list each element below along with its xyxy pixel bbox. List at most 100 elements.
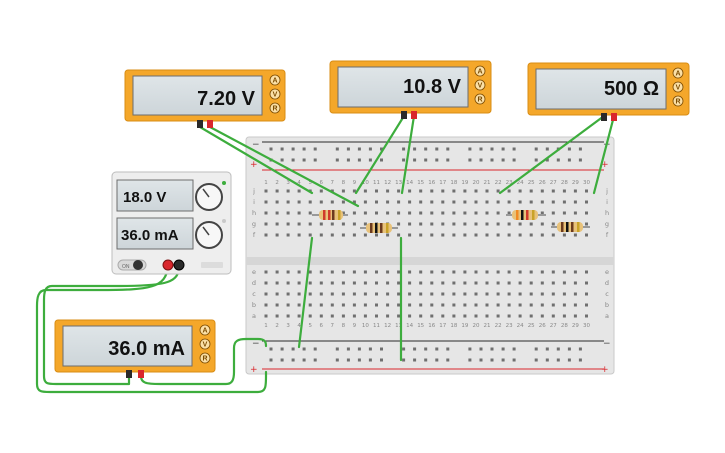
breadboard-hole[interactable] [551, 292, 555, 296]
breadboard-hole[interactable] [286, 314, 290, 318]
breadboard-hole[interactable] [424, 147, 428, 151]
wire[interactable] [198, 125, 314, 195]
breadboard-hole[interactable] [408, 200, 412, 204]
breadboard-hole[interactable] [341, 211, 345, 215]
breadboard-hole[interactable] [352, 281, 356, 285]
breadboard-hole[interactable] [573, 314, 577, 318]
breadboard-hole[interactable] [446, 158, 450, 162]
breadboard-hole[interactable] [408, 303, 412, 307]
breadboard-hole[interactable] [335, 358, 339, 362]
breadboard-hole[interactable] [529, 281, 533, 285]
breadboard-hole[interactable] [534, 347, 538, 351]
breadboard-hole[interactable] [441, 281, 445, 285]
breadboard-hole[interactable] [297, 281, 301, 285]
breadboard-hole[interactable] [430, 222, 434, 226]
breadboard-hole[interactable] [408, 211, 412, 215]
resistor-3[interactable] [506, 210, 546, 220]
breadboard-hole[interactable] [313, 358, 317, 362]
breadboard-hole[interactable] [545, 158, 549, 162]
breadboard-hole[interactable] [585, 211, 588, 215]
breadboard-hole[interactable] [534, 147, 538, 151]
breadboard-hole[interactable] [380, 358, 383, 362]
breadboard-hole[interactable] [573, 270, 577, 274]
breadboard-hole[interactable] [474, 189, 478, 193]
breadboard-hole[interactable] [275, 211, 279, 215]
breadboard-hole[interactable] [408, 292, 412, 296]
breadboard-hole[interactable] [463, 189, 467, 193]
breadboard-hole[interactable] [419, 189, 423, 193]
breadboard-hole[interactable] [357, 147, 361, 151]
breadboard-hole[interactable] [308, 270, 312, 274]
breadboard-hole[interactable] [452, 281, 456, 285]
breadboard-hole[interactable] [291, 158, 295, 162]
breadboard-hole[interactable] [551, 281, 555, 285]
breadboard-hole[interactable] [496, 222, 500, 226]
breadboard-hole[interactable] [474, 200, 478, 204]
breadboard-hole[interactable] [518, 303, 522, 307]
breadboard-hole[interactable] [551, 233, 555, 237]
breadboard-hole[interactable] [413, 158, 417, 162]
breadboard-hole[interactable] [341, 314, 345, 318]
breadboard-hole[interactable] [291, 347, 295, 351]
breadboard-hole[interactable] [573, 200, 577, 204]
breadboard-hole[interactable] [518, 222, 522, 226]
breadboard-hole[interactable] [512, 158, 516, 162]
breadboard-hole[interactable] [485, 233, 489, 237]
breadboard-hole[interactable] [430, 211, 434, 215]
wire[interactable] [592, 114, 616, 195]
breadboard-hole[interactable] [275, 222, 279, 226]
breadboard-hole[interactable] [302, 358, 306, 362]
breadboard-hole[interactable] [380, 147, 383, 151]
breadboard-hole[interactable] [562, 200, 566, 204]
breadboard-hole[interactable] [269, 358, 273, 362]
breadboard-hole[interactable] [485, 303, 489, 307]
breadboard-hole[interactable] [397, 281, 401, 285]
black-probe-terminal[interactable] [401, 111, 407, 119]
breadboard-hole[interactable] [573, 233, 577, 237]
breadboard-hole[interactable] [352, 233, 356, 237]
breadboard-hole[interactable] [474, 292, 478, 296]
breadboard-hole[interactable] [419, 281, 423, 285]
black-probe-terminal[interactable] [601, 113, 607, 121]
breadboard-hole[interactable] [562, 233, 566, 237]
breadboard-hole[interactable] [490, 158, 494, 162]
breadboard-hole[interactable] [540, 222, 544, 226]
ammeter[interactable]: 36.0 mA A V R [54, 319, 216, 378]
breadboard-hole[interactable] [386, 189, 390, 193]
breadboard-hole[interactable] [507, 200, 511, 204]
wire[interactable] [297, 236, 314, 349]
voltmeter-1[interactable]: 7.20 V A V R [124, 69, 286, 128]
breadboard-hole[interactable] [419, 270, 423, 274]
breadboard-hole[interactable] [507, 189, 511, 193]
breadboard-hole[interactable] [463, 314, 467, 318]
breadboard-hole[interactable] [567, 147, 571, 151]
breadboard-hole[interactable] [452, 189, 456, 193]
breadboard-hole[interactable] [352, 292, 356, 296]
breadboard-hole[interactable] [319, 281, 323, 285]
breadboard-hole[interactable] [275, 189, 279, 193]
breadboard-hole[interactable] [441, 270, 445, 274]
breadboard-hole[interactable] [375, 233, 378, 237]
breadboard-hole[interactable] [375, 189, 378, 193]
breadboard-hole[interactable] [319, 222, 323, 226]
black-probe-terminal[interactable] [197, 120, 203, 128]
breadboard-hole[interactable] [308, 303, 312, 307]
negative-terminal[interactable] [173, 259, 185, 271]
breadboard-hole[interactable] [286, 270, 290, 274]
breadboard-hole[interactable] [402, 358, 406, 362]
breadboard-hole[interactable] [496, 303, 500, 307]
breadboard-hole[interactable] [402, 158, 406, 162]
breadboard-hole[interactable] [490, 358, 494, 362]
breadboard-hole[interactable] [269, 147, 273, 151]
breadboard-hole[interactable] [485, 222, 489, 226]
breadboard-hole[interactable] [562, 189, 566, 193]
red-probe-terminal[interactable] [138, 370, 144, 378]
breadboard-hole[interactable] [280, 347, 284, 351]
breadboard-hole[interactable] [335, 158, 339, 162]
breadboard-hole[interactable] [463, 200, 467, 204]
breadboard-hole[interactable] [286, 211, 290, 215]
breadboard-hole[interactable] [485, 314, 489, 318]
breadboard-hole[interactable] [512, 147, 516, 151]
breadboard-hole[interactable] [430, 281, 434, 285]
breadboard-hole[interactable] [485, 292, 489, 296]
